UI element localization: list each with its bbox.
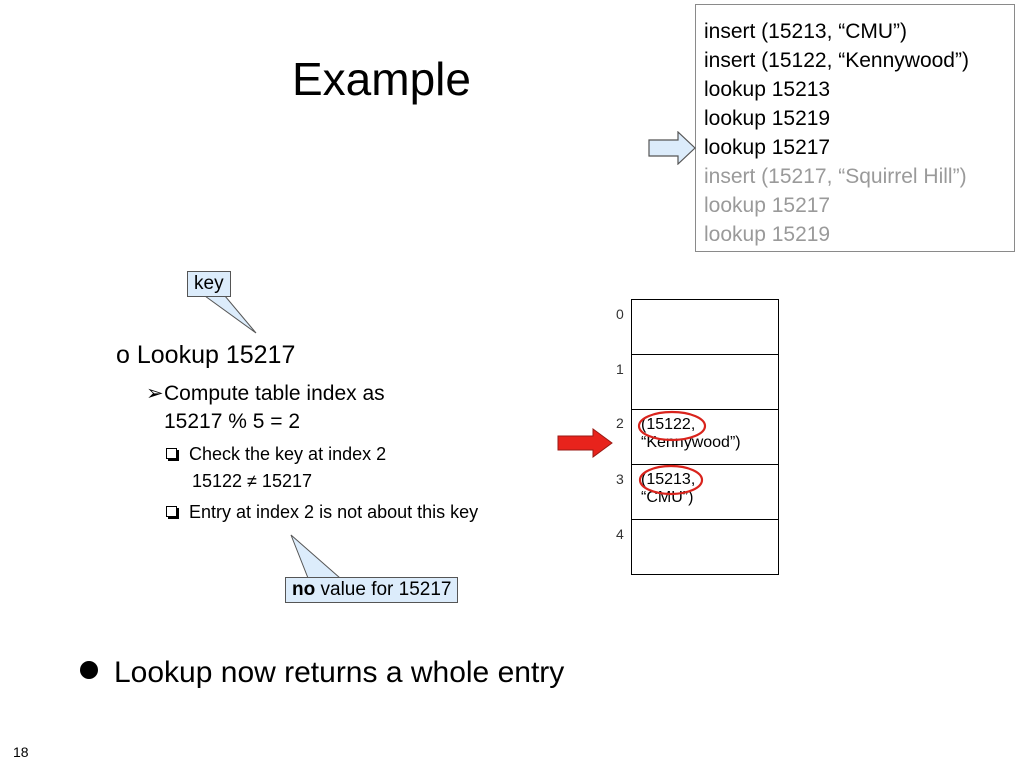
table-cell-highlighted: (15122,“Kennywood”)	[632, 410, 778, 465]
bullet-check-key-text: Check the key at index 2	[189, 444, 387, 464]
operation-item-pending: lookup 15217	[704, 194, 831, 217]
bullet-check-key: Check the key at index 2	[166, 442, 386, 466]
bullet-compute-line1: Compute table index as	[164, 382, 385, 405]
table-index: 0	[616, 306, 624, 322]
operations-box: insert (15213, “CMU”) insert (15122, “Ke…	[695, 4, 1015, 252]
table-index: 1	[616, 361, 624, 377]
main-bullet-text: Lookup now returns a whole entry	[114, 656, 565, 689]
hash-table: (15122,“Kennywood”) (15213,“CMU”)	[631, 299, 779, 575]
bullet-lookup-text: Lookup 15217	[136, 341, 296, 369]
operation-item-pending: lookup 15219	[704, 223, 831, 246]
filled-circle-bullet-icon	[80, 661, 98, 679]
cell-key: (15122,	[641, 416, 696, 433]
operation-item-pending: insert (15217, “Squirrel Hill”)	[704, 165, 967, 188]
bullet-entry-mismatch-text: Entry at index 2 is not about this key	[189, 502, 479, 522]
bullet-check-key-comparison: 15122 ≠ 15217	[192, 471, 312, 491]
key-callout: key	[187, 271, 231, 297]
square-bullet-icon	[166, 448, 177, 459]
operation-item: insert (15213, “CMU”)	[704, 20, 908, 43]
no-value-text: value for 15217	[315, 579, 452, 600]
page-number: 18	[13, 744, 29, 760]
slide-title: Example	[292, 53, 471, 105]
main-bullet: Lookup now returns a whole entry	[80, 656, 564, 690]
operation-item: lookup 15219	[704, 107, 831, 130]
table-index: 2	[616, 415, 624, 431]
operation-item: lookup 15213	[704, 78, 831, 101]
operation-item: insert (15122, “Kennywood”)	[704, 49, 969, 72]
table-cell	[632, 355, 778, 410]
key-circle-index-3	[638, 464, 704, 496]
red-pointer-arrow-icon	[557, 428, 613, 458]
bullet-entry-mismatch: Entry at index 2 is not about this key	[166, 500, 478, 524]
current-operation-arrow-icon	[648, 131, 696, 165]
key-circle-index-2	[637, 410, 707, 442]
table-cell	[632, 520, 778, 575]
table-cell	[632, 300, 778, 355]
bullet-compute-line2: 15217 % 5 = 2	[164, 410, 301, 433]
bullet-compute: ➢Compute table index as 15217 % 5 = 2	[146, 380, 385, 436]
cell-key: (15213,	[641, 471, 696, 488]
arrow-bullet-icon: ➢	[146, 382, 164, 405]
bullet-lookup: o Lookup 15217	[116, 341, 295, 370]
table-index: 3	[616, 471, 624, 487]
no-value-callout: no value for 15217	[285, 577, 459, 603]
table-index: 4	[616, 526, 624, 542]
cell-value: “Kennywood”)	[641, 434, 741, 451]
square-bullet-icon	[166, 506, 177, 517]
circle-bullet-icon: o	[116, 341, 130, 369]
operation-item-current: lookup 15217	[704, 136, 831, 159]
no-value-bold: no	[292, 579, 316, 600]
